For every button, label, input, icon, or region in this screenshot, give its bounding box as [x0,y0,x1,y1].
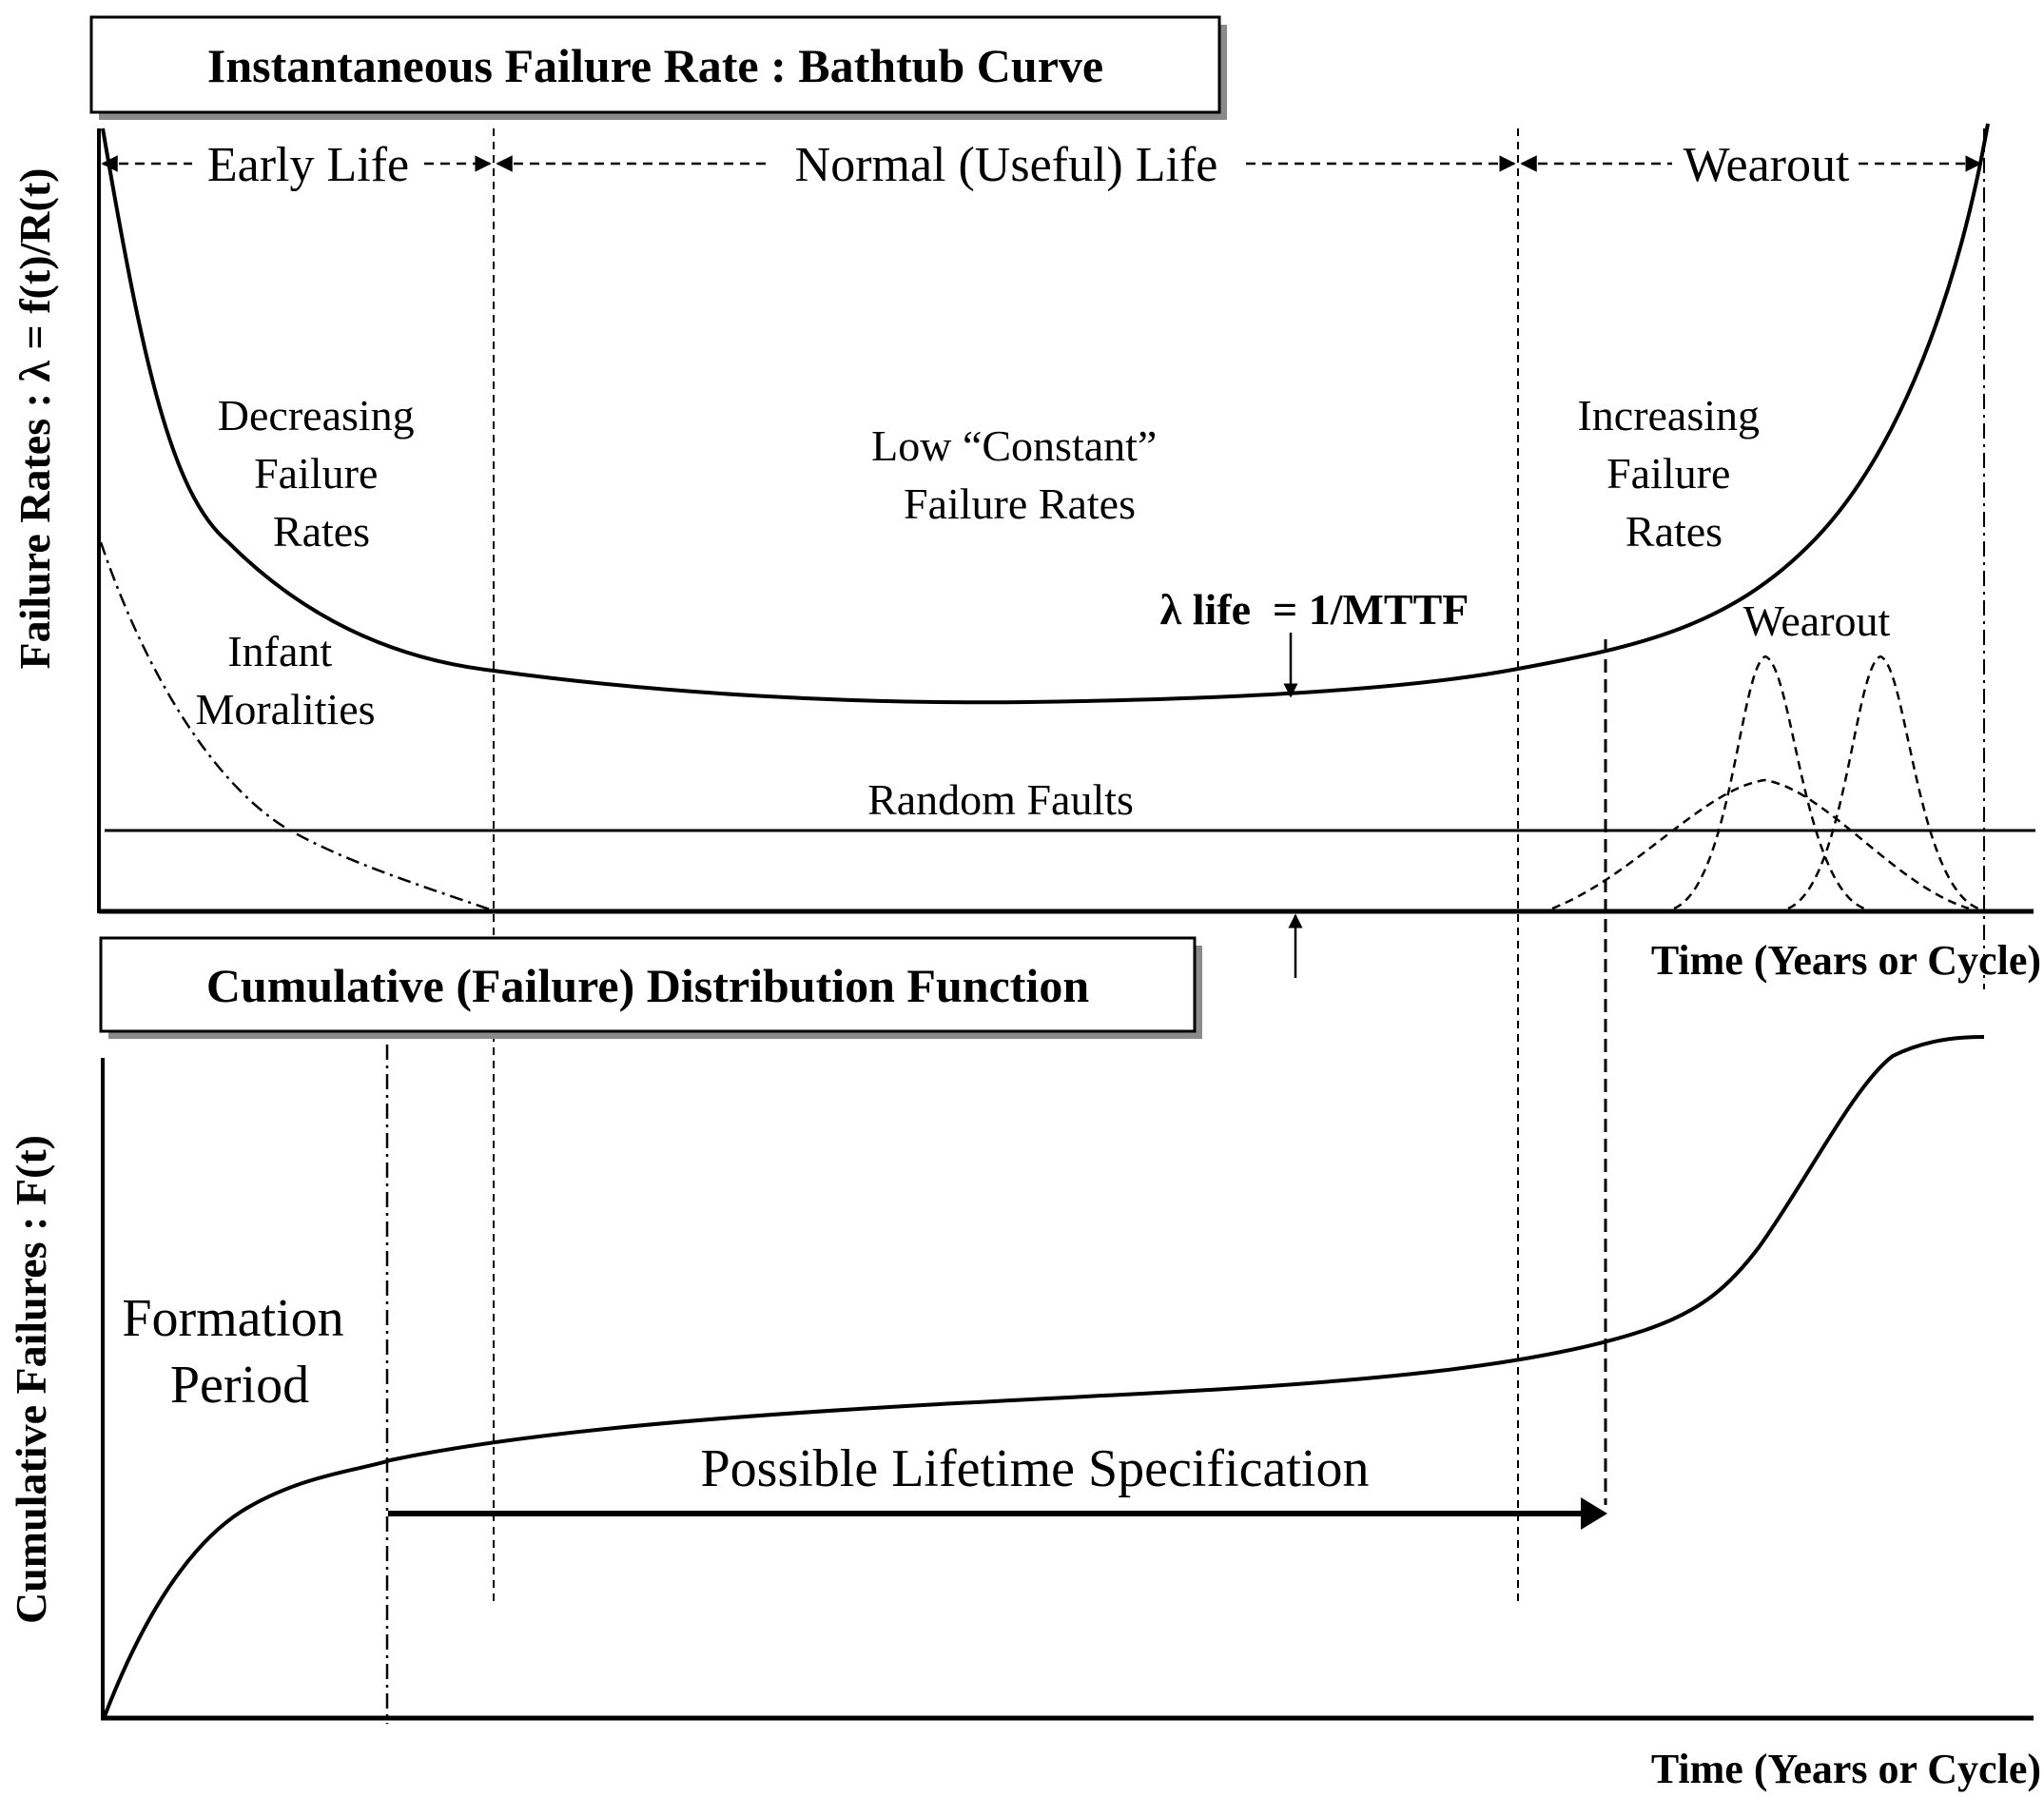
increasing-rates-label: Increasing Failure Rates [1577,391,1770,556]
lifetime-spec-arrowhead [1581,1497,1607,1530]
lambda-life-label: λ life = 1/MTTF [1160,585,1470,634]
phase-early-life: Early Life [207,138,409,192]
wearout-distribution-label: Wearout [1743,596,1891,645]
lifetime-spec-label: Possible Lifetime Specification [701,1439,1370,1498]
formation-period-label: Formation Period [122,1289,357,1415]
top-x-axis-label: Time (Years or Cycle) [1651,937,2041,984]
constant-rates-label: Low “Constant” Failure Rates [871,421,1168,528]
phase-wearout: Wearout [1684,138,1850,192]
bottom-title: Cumulative (Failure) Distribution Functi… [206,959,1089,1012]
bottom-x-axis-label: Time (Years or Cycle) [1651,1746,2041,1792]
infant-mortalities-label: Infant Moralities [195,627,375,733]
top-panel: Instantaneous Failure Rate : Bathtub Cur… [10,15,2041,1603]
bottom-panel: Cumulative (Failure) Distribution Functi… [7,639,2041,1792]
top-title: Instantaneous Failure Rate : Bathtub Cur… [207,39,1103,92]
top-y-axis-label: Failure Rates : λ = f(t)/R(t) [10,168,59,670]
top-title-box: Instantaneous Failure Rate : Bathtub Cur… [89,15,1227,120]
decreasing-rates-label: Decreasing Failure Rates [218,391,425,556]
bathtub-curve [101,123,1990,705]
wearout-distribution-narrow-2 [1787,655,1979,910]
phase-normal-life: Normal (Useful) Life [795,138,1218,192]
random-faults-label: Random Faults [867,775,1134,824]
infant-mortality-curve [99,541,491,911]
wearout-distribution-narrow-1 [1673,655,1865,910]
wearout-distribution-wide [1551,778,1970,910]
bottom-y-axis-label: Cumulative Failures : F(t) [7,1135,55,1624]
bottom-title-box: Cumulative (Failure) Distribution Functi… [99,936,1202,1039]
cdf-curve [103,1035,1985,1717]
